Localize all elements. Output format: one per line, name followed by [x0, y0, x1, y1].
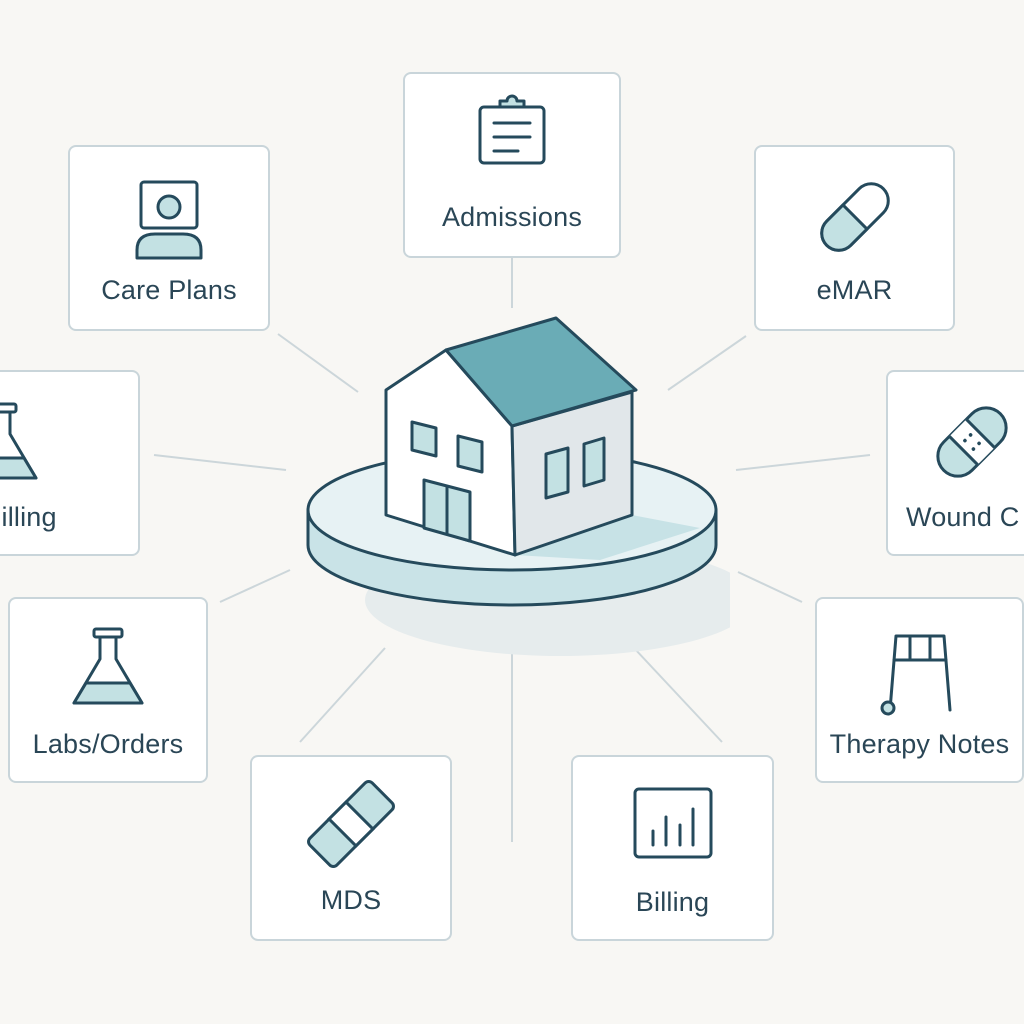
flask-icon	[0, 402, 62, 486]
facility-house-icon[interactable]	[290, 300, 730, 680]
clipboard-icon	[405, 94, 619, 166]
connector-mds	[299, 647, 386, 743]
module-card-billing-bottom[interactable]: Billing	[571, 755, 774, 941]
connector-billing-bottom	[633, 647, 723, 743]
module-label-emar: eMAR	[816, 275, 893, 305]
connector-labs-orders	[219, 569, 291, 603]
module-card-therapy-notes[interactable]: Therapy Notes	[815, 597, 1024, 783]
module-label-therapy-notes: Therapy Notes	[829, 729, 1010, 759]
module-label-wound-care: Wound C	[906, 502, 1020, 532]
module-card-emar[interactable]: eMAR	[754, 145, 955, 331]
module-label-admissions: Admissions	[441, 202, 583, 232]
resident-profile-icon	[70, 177, 268, 263]
connector-care-plans	[277, 333, 359, 393]
module-label-labs-orders: Labs/Orders	[32, 729, 184, 759]
module-card-care-plans[interactable]: Care Plans	[68, 145, 270, 331]
connector-wound-care	[735, 454, 871, 471]
connector-billing-left	[153, 454, 287, 471]
connector-emar	[667, 335, 747, 391]
module-label-billing-bottom: Billing	[635, 887, 710, 917]
connector-therapy-notes	[737, 571, 803, 603]
module-label-mds: MDS	[320, 885, 382, 915]
capsule-icon	[756, 175, 953, 259]
walker-icon	[817, 625, 1022, 716]
bandage-icon	[930, 400, 1014, 484]
module-card-labs-orders[interactable]: Labs/Orders	[8, 597, 208, 783]
module-card-mds[interactable]: MDS	[250, 755, 452, 941]
module-label-care-plans: Care Plans	[101, 275, 237, 305]
module-label-billing-left: Billing	[0, 502, 57, 532]
bar-chart-icon	[573, 785, 772, 861]
module-card-admissions[interactable]: Admissions	[403, 72, 621, 258]
module-card-wound-care[interactable]: Wound C	[886, 370, 1024, 556]
flask-icon	[10, 627, 206, 711]
module-card-billing-left[interactable]: Billing	[0, 370, 140, 556]
bandage-icon	[252, 779, 450, 869]
